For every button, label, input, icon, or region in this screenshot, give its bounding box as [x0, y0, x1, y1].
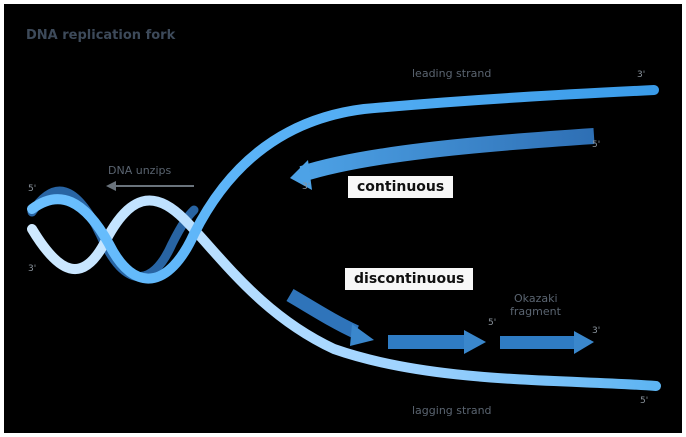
- leading-strand-label: leading strand: [412, 67, 492, 80]
- end-label-new-leading-head: 3': [302, 182, 311, 192]
- okazaki-arrow-head-2: [464, 330, 486, 354]
- end-label-new-leading-right: 5': [592, 140, 601, 150]
- continuous-arrow-head: [290, 160, 312, 190]
- end-label-helix-bottom: 3': [28, 264, 37, 274]
- end-label-lagging-right: 5': [640, 396, 649, 406]
- continuous-label-box: continuous: [348, 176, 454, 198]
- diagram-title: DNA replication fork: [26, 28, 176, 43]
- okazaki-arrow-head-3: [574, 331, 594, 354]
- lagging-strand-label: lagging strand: [412, 404, 492, 417]
- unzip-direction-arrow-head: [106, 181, 116, 191]
- okazaki-fragment-2: [388, 335, 464, 349]
- dna-unzips-label: DNA unzips: [108, 164, 172, 177]
- end-label-leading-right: 3': [637, 70, 646, 80]
- okazaki-label-line1: Okazaki: [514, 292, 558, 305]
- end-label-helix-top: 5': [28, 184, 37, 194]
- okazaki-fragment-3: [500, 336, 574, 349]
- okazaki-fragment-1: [286, 288, 359, 339]
- discontinuous-label-box: discontinuous: [345, 268, 474, 290]
- okazaki-arrow-head-1: [350, 324, 374, 346]
- end-label-okazaki-5: 5': [488, 318, 497, 328]
- continuous-new-strand: [299, 128, 595, 182]
- lagging-template-strand: [27, 195, 661, 391]
- diagram-frame: DNA replication fork leading strand lagg…: [4, 4, 682, 433]
- okazaki-label-line2: fragment: [510, 305, 561, 318]
- replication-fork-diagram: [27, 85, 661, 391]
- leading-template-strand: [27, 85, 659, 284]
- end-label-okazaki-3: 3': [592, 326, 601, 336]
